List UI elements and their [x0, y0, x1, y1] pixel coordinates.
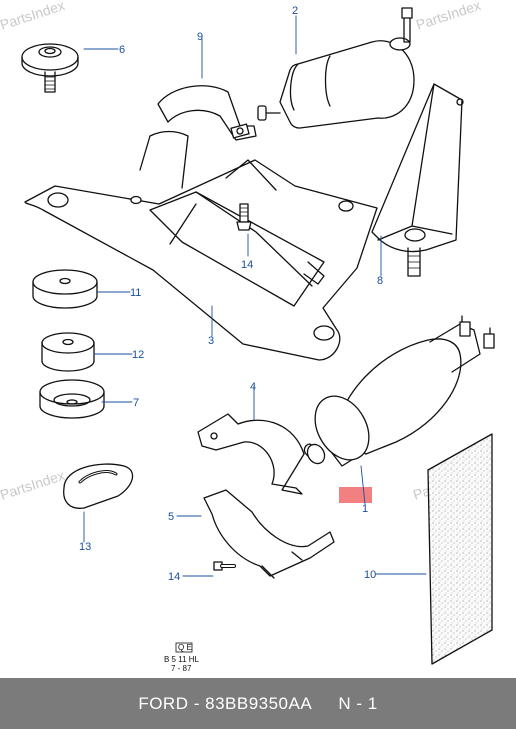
part-1-fuel-pump: [303, 315, 495, 467]
part-7-rubber-cup: [39, 379, 105, 419]
part-12-rubber-mount: [41, 332, 95, 372]
callout-8: 8: [377, 275, 383, 287]
part-2-fuel-filter: [257, 7, 415, 129]
stamp-line-2: 7 - 87: [171, 664, 192, 673]
part-6-mount-washer: [21, 43, 79, 93]
watermark-mid-left: PartsIndex: [0, 467, 67, 503]
callout-12: 12: [132, 349, 144, 361]
stamp-box-label: Q E: [178, 643, 192, 652]
callout-11: 11: [130, 287, 141, 299]
callout-7: 7: [133, 397, 139, 409]
callout-14-upper: 14: [241, 259, 253, 271]
watermark-top-right: PartsIndex: [414, 0, 483, 33]
part-14-bolt-lower: [213, 561, 236, 571]
stamp-line-1: B 5 11 HL: [164, 655, 200, 664]
callout-1: 1: [362, 503, 368, 515]
part-4-clamp: [197, 413, 305, 495]
highlight-marker: [339, 487, 372, 503]
part-3-mounting-bracket: [24, 130, 378, 361]
leader-lines: [83, 15, 427, 577]
part-13-grommet: [63, 463, 134, 509]
part-5-clamp: [203, 489, 335, 579]
footer-quantity: N - 1: [338, 693, 378, 713]
callout-10: 10: [364, 569, 376, 581]
callout-13: 13: [79, 541, 91, 553]
callout-4: 4: [250, 381, 256, 393]
callout-2: 2: [292, 5, 298, 17]
footer-part-number: 83BB9350AA: [205, 693, 313, 713]
watermark-top-left: PartsIndex: [0, 0, 67, 33]
footer-separator: -: [188, 693, 206, 713]
callout-9: 9: [197, 31, 203, 43]
part-14-bolt-upper: [236, 203, 252, 231]
footer-gap: [312, 694, 338, 714]
callout-6: 6: [119, 44, 125, 56]
part-9-clamp: [157, 85, 257, 141]
part-info-footer: FORD - 83BB9350AA N - 1: [0, 678, 516, 729]
callout-5: 5: [168, 511, 174, 523]
part-8-support-bracket: [371, 83, 464, 277]
exploded-parts-diagram: PartsIndex PartsIndex PartsIndex PartsIn…: [0, 0, 495, 673]
part-11-rubber-mount: [32, 269, 98, 309]
footer-brand: FORD: [138, 693, 189, 713]
drawing-stamp: Q E B 5 11 HL 7 - 87: [164, 642, 200, 673]
callout-14-lower: 14: [168, 571, 180, 583]
callout-3: 3: [208, 335, 214, 347]
part-10-insulating-pad: [427, 433, 493, 665]
